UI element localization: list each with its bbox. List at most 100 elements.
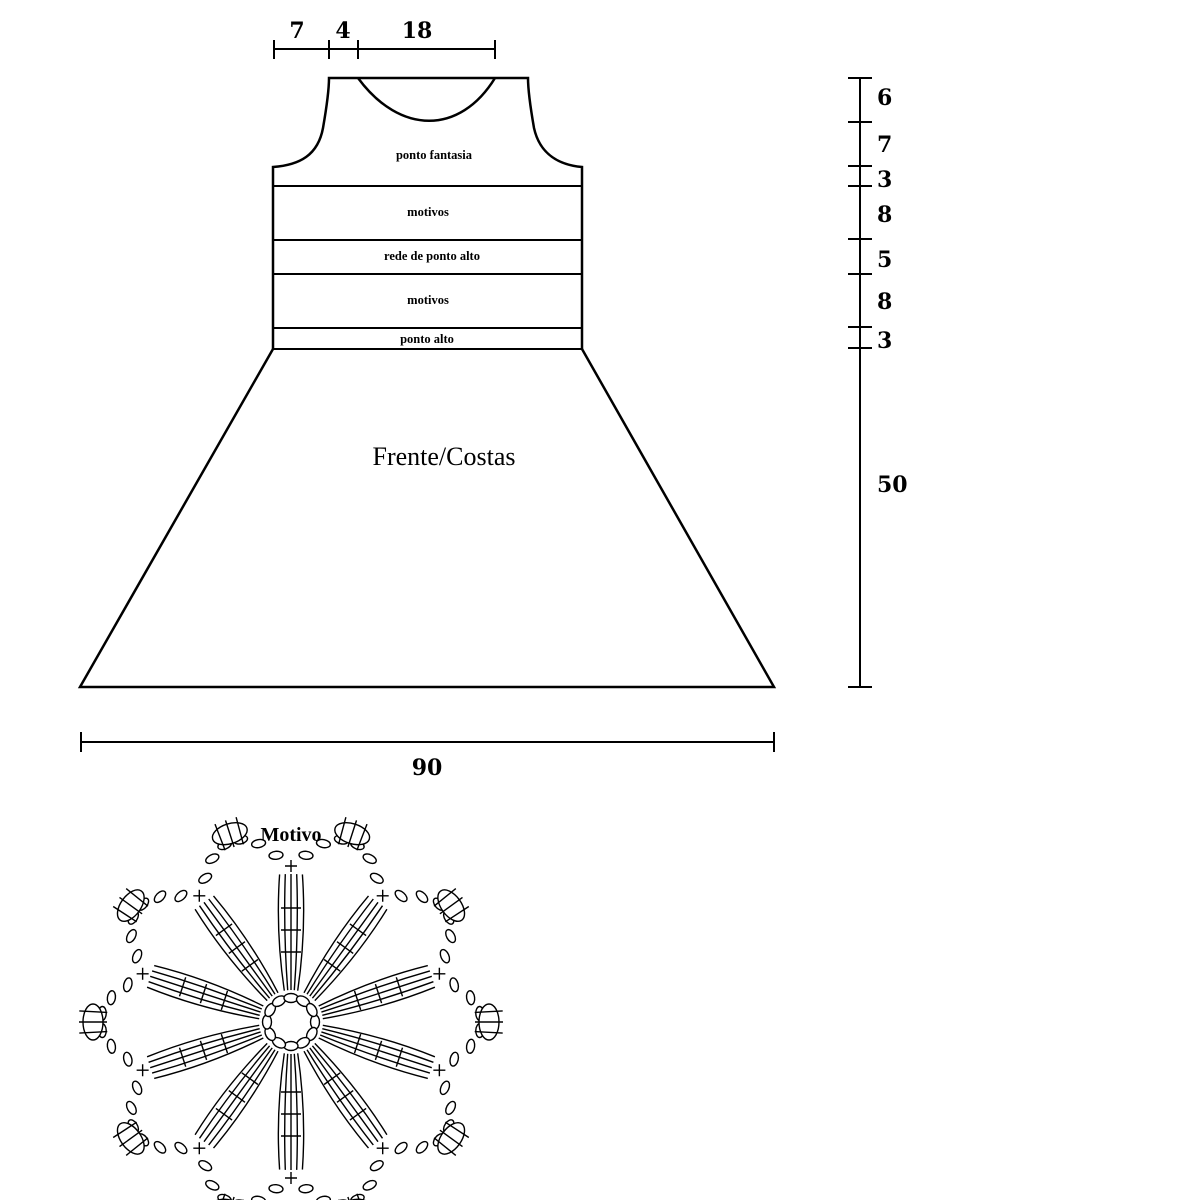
chain-stitch xyxy=(198,1160,213,1172)
cluster-stitch xyxy=(433,888,457,907)
band-label-mesh: rede de ponto alto xyxy=(384,249,480,263)
chain-stitch xyxy=(122,1051,133,1067)
single-crochet xyxy=(376,889,389,902)
yarn-over-mark xyxy=(241,958,259,972)
double-crochet xyxy=(277,1053,285,1170)
double-crochet xyxy=(318,964,428,1007)
band-label-yoke: ponto fantasia xyxy=(396,148,473,162)
chain-stitch xyxy=(153,890,167,904)
double-crochet xyxy=(151,970,263,1010)
motif-title: Motivo xyxy=(260,824,321,846)
chain-stitch xyxy=(369,872,384,884)
double-crochet xyxy=(194,908,268,1002)
cluster-stitch xyxy=(119,896,143,915)
chain-stitch xyxy=(445,928,457,944)
chain-stitch xyxy=(268,850,284,861)
yarn-over-mark xyxy=(323,1072,341,1086)
cluster-stitch xyxy=(235,817,245,845)
double-crochet xyxy=(319,970,431,1010)
yarn-over-mark xyxy=(395,1047,404,1067)
yarn-over-mark xyxy=(199,1040,208,1061)
single-crochet xyxy=(136,1064,149,1077)
yarn-over-mark xyxy=(374,983,383,1004)
cluster-stitch xyxy=(439,896,463,915)
yarn-over-mark xyxy=(220,1033,229,1054)
chain-stitch xyxy=(465,990,476,1006)
double-crochet xyxy=(148,981,260,1016)
double-crochet xyxy=(283,1053,289,1170)
double-crochet xyxy=(194,1042,268,1136)
double-crochet xyxy=(306,1049,374,1146)
chain-stitch xyxy=(106,990,117,1006)
cluster-stitch xyxy=(214,823,226,851)
chain-stitch xyxy=(131,948,143,964)
double-crochet xyxy=(322,986,436,1020)
chain-stitch xyxy=(315,838,332,849)
double-crochet xyxy=(318,1037,428,1080)
double-crochet xyxy=(322,981,434,1016)
double-crochet xyxy=(212,895,279,994)
single-crochet xyxy=(285,1172,297,1184)
single-crochet xyxy=(193,1142,206,1155)
top-width-dimension: 7 4 18 xyxy=(273,18,496,59)
double-crochet xyxy=(309,1047,379,1143)
chain-stitch xyxy=(174,1141,188,1155)
band-label-motifs-lower: motivos xyxy=(407,293,449,307)
bodice: ponto fantasia motivos rede de ponto alt… xyxy=(271,76,584,350)
chain-stitch xyxy=(122,977,133,993)
height-motif-lower-label: 8 xyxy=(877,289,892,315)
yarn-over-mark xyxy=(349,1107,367,1121)
cluster-stitch xyxy=(79,1010,108,1014)
yarn-over-mark xyxy=(395,977,404,997)
chain-stitch xyxy=(205,853,220,865)
cluster-stitch xyxy=(474,1030,503,1034)
cluster-stitch xyxy=(112,905,138,923)
chain-stitch xyxy=(283,992,299,1004)
yarn-over-mark xyxy=(199,983,208,1004)
chain-stitch xyxy=(465,1038,476,1054)
double-crochet xyxy=(277,874,285,991)
double-crochet xyxy=(311,905,384,999)
chain-stitch xyxy=(131,1080,143,1096)
piece-label: Frente/Costas xyxy=(373,442,516,471)
chain-stitch xyxy=(174,889,188,903)
chain-stitch xyxy=(250,838,267,849)
cluster-stitch xyxy=(474,1010,503,1014)
cluster-stitch xyxy=(356,1193,361,1200)
double-crochet xyxy=(146,986,260,1020)
height-neck-label: 6 xyxy=(877,85,892,111)
double-crochet xyxy=(208,898,276,995)
chain-stitch xyxy=(298,1183,314,1194)
chain-stitch xyxy=(362,1179,377,1191)
double-crochet xyxy=(297,874,305,991)
chain-stitch xyxy=(415,1140,429,1154)
double-crochet xyxy=(203,1047,273,1143)
single-crochet xyxy=(285,860,297,872)
skirt: Frente/Costas xyxy=(77,348,777,689)
double-crochet xyxy=(148,1028,260,1063)
yarn-over-mark xyxy=(323,958,341,972)
height-dimension: 6 7 3 8 5 8 3 50 xyxy=(848,77,908,688)
double-crochet xyxy=(283,874,289,991)
double-crochet xyxy=(154,964,264,1007)
chain-stitch xyxy=(305,1002,318,1018)
cluster-stitch xyxy=(112,1121,138,1139)
height-mesh-label: 5 xyxy=(877,247,892,273)
motif-chart xyxy=(79,817,503,1200)
strap-width-label: 4 xyxy=(335,18,350,44)
chain-stitch xyxy=(250,1195,267,1200)
chain-stitch xyxy=(369,1160,384,1172)
double-crochet xyxy=(154,1037,264,1080)
yarn-over-mark xyxy=(241,1072,259,1086)
double-crochet xyxy=(322,1024,436,1058)
skirt-outline xyxy=(77,348,777,689)
chain-stitch xyxy=(449,1051,460,1067)
height-skirt-label: 50 xyxy=(877,472,908,498)
height-armhole-label: 7 xyxy=(877,132,892,158)
cluster-stitch xyxy=(79,1030,108,1034)
height-yoke-label: 3 xyxy=(877,167,892,193)
band-label-motifs-upper: motivos xyxy=(407,205,449,219)
cluster-stitch xyxy=(337,817,347,845)
chain-stitch xyxy=(205,1179,220,1191)
neckline xyxy=(356,77,497,122)
